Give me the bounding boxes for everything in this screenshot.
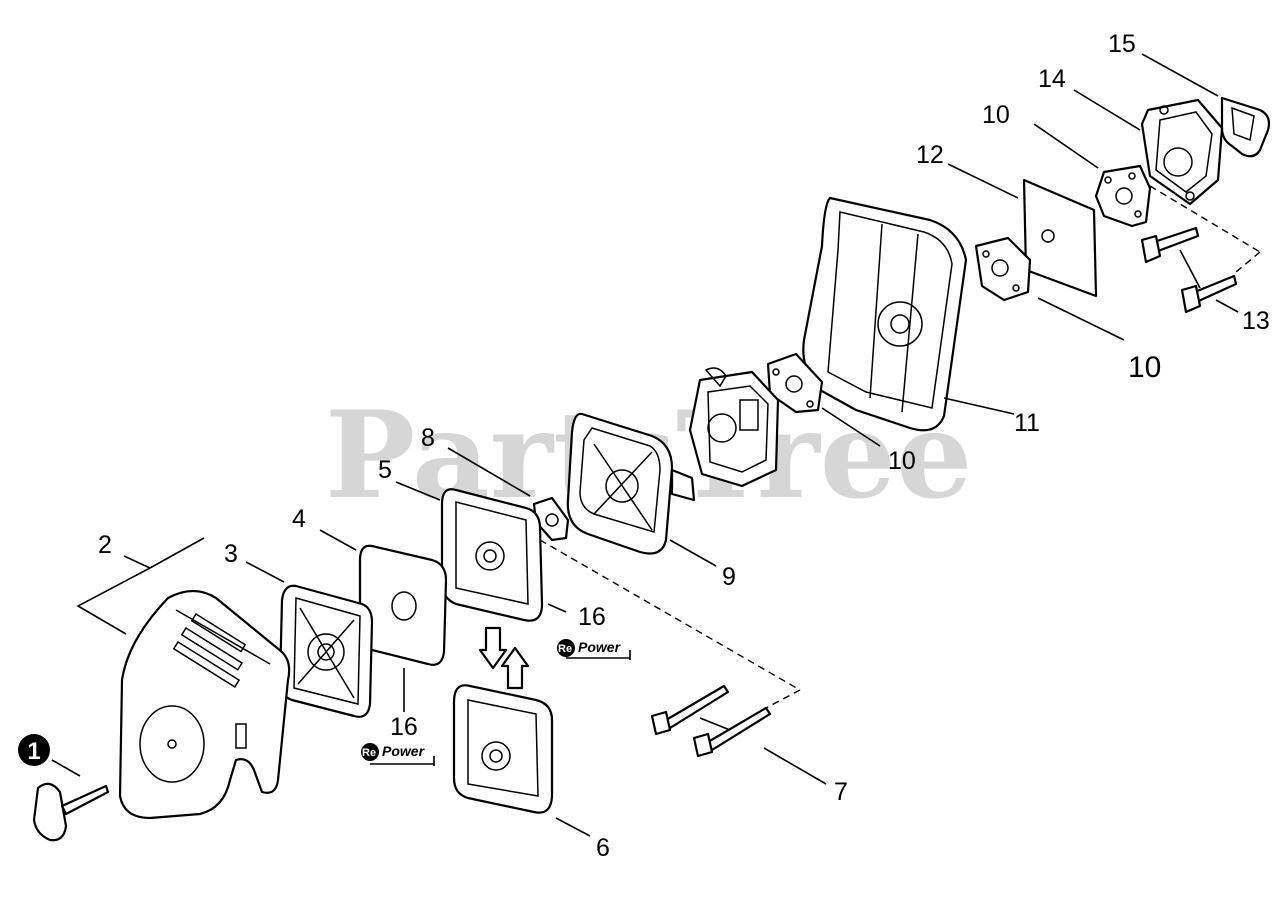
callout-16-right[interactable]: 16 (578, 603, 606, 631)
part-2-air-filter-cover[interactable] (118, 589, 291, 820)
part-9-filter-housing[interactable] (566, 412, 696, 555)
interchange-arrows (478, 626, 530, 690)
repower-badge-left: Re Power (361, 743, 435, 766)
callout-16-left[interactable]: 16 (390, 713, 418, 741)
part-5-filter[interactable] (440, 488, 544, 622)
callout-11[interactable]: 11 (1014, 409, 1040, 437)
repower-re-text: Re (362, 747, 376, 759)
callout-4[interactable]: 4 (292, 505, 306, 533)
part-12-plate[interactable] (1022, 178, 1098, 298)
part-10-gasket-upper[interactable] (1094, 164, 1152, 228)
part-14-insulator[interactable] (1140, 98, 1224, 206)
part-1-knob[interactable] (32, 782, 110, 842)
part-13-bolts[interactable] (1140, 226, 1238, 314)
callout-10-lower[interactable]: 10 (888, 447, 916, 475)
callout-6[interactable]: 6 (596, 834, 610, 862)
callout-8[interactable]: 8 (421, 424, 435, 452)
part-7-bolts[interactable] (650, 684, 772, 758)
callout-2[interactable]: 2 (98, 531, 112, 559)
repower-power-text: Power (382, 743, 426, 759)
part-15-gasket[interactable] (1220, 96, 1271, 158)
repower-re-text: Re (558, 643, 572, 655)
carburetor[interactable] (688, 367, 780, 488)
callout-14[interactable]: 14 (1038, 65, 1066, 93)
part-3-filter-screen[interactable] (278, 584, 374, 718)
callout-7[interactable]: 7 (834, 778, 848, 806)
repower-badge-right: Re Power (557, 639, 631, 660)
callout-12[interactable]: 12 (916, 141, 944, 169)
callout-3[interactable]: 3 (224, 540, 238, 568)
callout-1-label: 1 (27, 738, 40, 765)
repower-power-text: Power (578, 639, 622, 655)
part-11-filter-case[interactable] (802, 196, 968, 432)
callout-10-upper[interactable]: 10 (982, 101, 1010, 129)
callout-13[interactable]: 13 (1242, 307, 1270, 335)
alignment-lines (539, 185, 1261, 709)
part-10-gasket-middle[interactable] (974, 236, 1032, 302)
callout-1[interactable]: 1 (18, 734, 50, 766)
callout-15[interactable]: 15 (1108, 30, 1136, 58)
part-4-foam-pad[interactable] (358, 544, 448, 666)
part-6-filter[interactable] (452, 684, 554, 814)
callout-5[interactable]: 5 (378, 456, 392, 484)
callout-10-middle[interactable]: 10 (1128, 351, 1161, 384)
callout-9[interactable]: 9 (722, 563, 736, 591)
leader-lines (51, 53, 1239, 837)
